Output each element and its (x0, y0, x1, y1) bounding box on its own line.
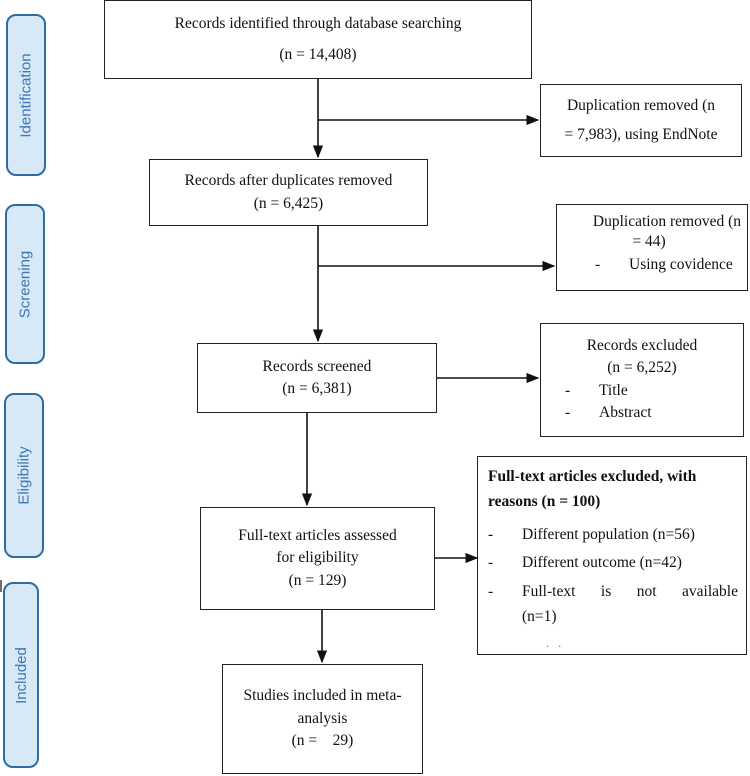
box-duplication-removed-endnote: Duplication removed (n = 7,983), using E… (540, 84, 742, 157)
stage-identification-label: Identification (17, 52, 35, 138)
bullet-dash: - (595, 255, 601, 273)
records-excluded-text: Records excluded (586, 337, 698, 354)
dup-covidence-item: - Using covidence (557, 254, 741, 276)
box-studies-included: Studies included in meta- analysis (n = … (222, 664, 423, 774)
stage-screening: Screening (5, 204, 45, 364)
box-records-screened: Records screened (n = 6,381) (197, 343, 437, 413)
box-fulltext-excluded: Full-text articles excluded, with reason… (477, 456, 747, 655)
studies-included-count: (n = 29) (291, 732, 354, 750)
fulltext-excluded-heading2: reasons (n = 100) (488, 492, 601, 510)
word-full-text: Full-text (522, 583, 576, 601)
stage-included-label: Included (12, 646, 30, 704)
item-population-text: Different population (n=56) (522, 525, 695, 543)
dup-endnote-line1: Duplication removed (n (566, 97, 716, 115)
trailing-dots: . . (546, 639, 561, 650)
item-not-available-justified: Full-text is not available (522, 580, 738, 605)
dup-covidence-line1: Duplication removed (n (592, 213, 741, 230)
dup-covidence-line2: = 44) (632, 233, 666, 251)
bullet-dash: - (488, 554, 494, 572)
box-fulltext-assessed: Full-text articles assessed for eligibil… (200, 507, 435, 610)
box-records-excluded: Records excluded (n = 6,252) - Title - A… (540, 323, 744, 437)
stage-eligibility-label: Eligibility (15, 446, 33, 505)
records-screened-text: Records screened (262, 357, 372, 375)
records-identified-count: (n = 14,408) (279, 45, 357, 63)
records-excluded-count: (n = 6,252) (607, 359, 677, 377)
excluded-item-title: - Title (541, 380, 743, 402)
after-duplicates-count: (n = 6,425) (253, 194, 324, 212)
fulltext-excluded-item-outcome: - Different outcome (n=42) (488, 551, 738, 576)
studies-included-line1: Studies included in meta- (243, 687, 402, 705)
stage-screening-label: Screening (16, 250, 34, 318)
excluded-item-abstract: - Abstract (541, 402, 743, 424)
fulltext-excluded-item-population: - Different population (n=56) (488, 523, 738, 548)
word-is: is (600, 583, 612, 601)
stage-included: Included (3, 582, 39, 768)
dup-covidence-item-text: Using covidence (629, 255, 733, 273)
fulltext-excluded-item-not-available: - Full-text is not available (488, 580, 738, 605)
bullet-dash: - (488, 525, 494, 543)
studies-included-line2: analysis (297, 709, 348, 727)
fulltext-assessed-line1: Full-text articles assessed (238, 526, 397, 544)
word-not: not (636, 583, 657, 601)
stage-eligibility: Eligibility (4, 393, 44, 558)
stage-identification: Identification (6, 14, 46, 176)
item-outcome-text: Different outcome (n=42) (522, 554, 682, 572)
excluded-item-abstract-text: Abstract (599, 404, 652, 422)
word-available: available (682, 583, 738, 601)
box-duplication-removed-covidence: Duplication removed (n = 44) - Using cov… (556, 204, 748, 291)
fulltext-assessed-line2: for eligibility (276, 549, 359, 567)
fulltext-assessed-count: (n = 129) (288, 571, 347, 589)
after-duplicates-text: Records after duplicates removed (184, 172, 393, 190)
records-screened-count: (n = 6,381) (282, 380, 352, 397)
bullet-dash: - (488, 583, 494, 601)
bullet-dash: - (565, 404, 571, 422)
fulltext-excluded-heading1: Full-text articles excluded, with (488, 468, 697, 485)
bullet-dash: - (565, 381, 571, 399)
excluded-item-title-text: Title (599, 381, 628, 399)
item-not-available-count: (n=1) (522, 607, 557, 625)
box-records-identified: Records identified through database sear… (104, 0, 532, 79)
records-identified-text: Records identified through database sear… (174, 15, 462, 33)
box-records-after-duplicates: Records after duplicates removed (n = 6,… (149, 159, 428, 226)
dup-endnote-line2: = 7,983), using EndNote (564, 125, 718, 143)
